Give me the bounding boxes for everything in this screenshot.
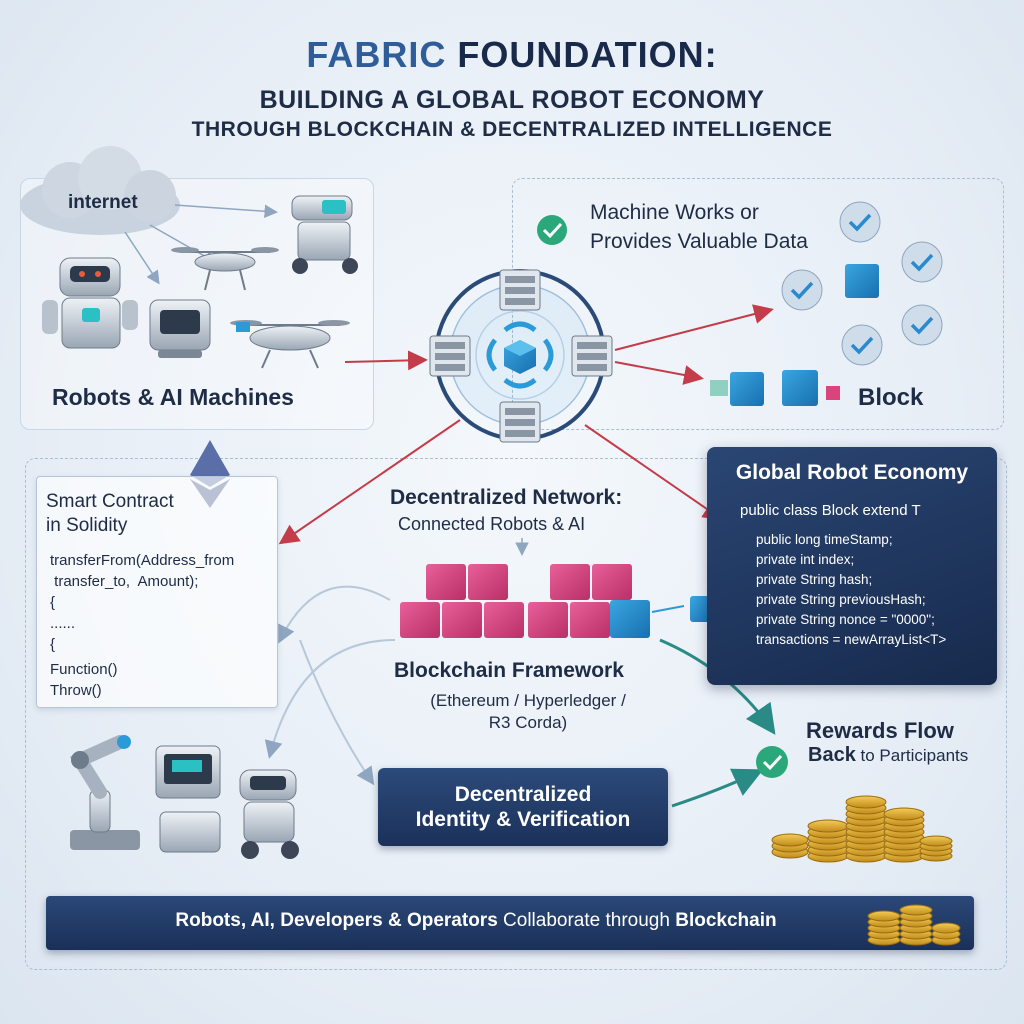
code-line: private String previousHash; — [756, 592, 926, 607]
identity-text: Decentralized Identity & Verification — [378, 782, 668, 832]
block-label: Block — [858, 384, 924, 411]
check-circle-icon — [901, 304, 943, 346]
network-subtitle: Connected Robots & AI — [398, 514, 586, 534]
smart-contract-card — [36, 476, 278, 708]
cube-icon — [504, 340, 536, 374]
server-rack-icon — [499, 401, 541, 443]
smart-contract-title-line2: in Solidity — [46, 515, 128, 536]
blockchain-subtitle: (Ethereum / Hyperledger / R3 Corda) — [392, 690, 664, 734]
robot-icon — [239, 769, 299, 859]
title-line-2: BUILDING A GLOBAL ROBOT ECONOMY — [259, 86, 765, 114]
code-line: Function() — [50, 661, 118, 678]
rewards-back: Back — [808, 744, 856, 766]
machine-works-line1: Machine Works or — [590, 201, 759, 224]
code-line: transfer_to, Amount); — [50, 573, 199, 590]
lower-section-frame — [25, 458, 1007, 970]
blockchain-subtitle-line1: (Ethereum / Hyperledger / — [430, 691, 626, 710]
code-line: transferFrom(Address_from — [50, 552, 235, 569]
banner-text: Robots, AI, Developers & Operators Colla… — [46, 910, 906, 932]
code-line: { — [50, 636, 56, 653]
robot-arm-icon — [69, 735, 140, 850]
code-line: Throw() — [50, 682, 102, 699]
robot-icon — [149, 299, 211, 358]
server-rack-icon — [571, 335, 613, 377]
rewards-title: Rewards Flow — [806, 718, 954, 743]
rewards-subtitle: Back to Participants — [808, 744, 968, 767]
robot-icon — [291, 195, 358, 274]
check-circle-icon — [839, 201, 881, 243]
smart-contract-code: transferFrom(Address_from transfer_to, A… — [50, 550, 234, 701]
global-economy-header: public class Block extend T — [740, 502, 921, 519]
code-line: { — [50, 594, 56, 611]
code-line: transactions = newArrayList<T> — [756, 632, 947, 647]
server-rack-icon — [499, 269, 541, 311]
rewards-participants: to Participants — [855, 746, 969, 765]
robot-icon — [42, 257, 138, 349]
machine-works-line2: Provides Valuable Data — [590, 230, 808, 253]
banner-normal: Collaborate through — [497, 910, 676, 931]
title-foundation: FOUNDATION: — [457, 34, 718, 75]
code-line: private int index; — [756, 552, 855, 567]
internet-label: internet — [68, 192, 138, 213]
coin-stack-icon — [771, 795, 953, 863]
collaboration-banner — [46, 896, 974, 950]
network-hub — [429, 269, 613, 443]
global-economy-code: public long timeStamp; private int index… — [756, 530, 946, 650]
blockchain-subtitle-line2: R3 Corda) — [488, 713, 568, 732]
global-economy-title: Global Robot Economy — [735, 461, 969, 484]
identity-card — [378, 768, 668, 846]
cube-icon — [710, 372, 764, 406]
check-circle-icon — [781, 269, 823, 311]
check-circle-icon — [756, 746, 788, 778]
robots-label: Robots & AI Machines — [52, 384, 294, 410]
code-line: ...... — [50, 615, 76, 632]
code-line: private String nonce = "0000"; — [756, 612, 935, 627]
server-rack-icon — [429, 335, 471, 377]
cloud-icon — [20, 146, 180, 235]
global-economy-card — [707, 447, 997, 685]
smart-contract-title-line1: Smart Contract — [46, 491, 174, 512]
cube-icon — [782, 370, 818, 406]
drone-icon — [171, 247, 279, 291]
blockchain-blocks — [400, 564, 716, 638]
title-line-3: THROUGH BLOCKCHAIN & DECENTRALIZED INTEL… — [191, 118, 833, 141]
page-title: FABRIC FOUNDATION: — [0, 34, 1024, 76]
title-fabric: FABRIC — [306, 34, 447, 75]
network-title: Decentralized Network: — [390, 486, 623, 509]
check-circle-icon — [841, 324, 883, 366]
identity-line2: Identity & Verification — [415, 808, 631, 831]
code-line: public long timeStamp; — [756, 532, 893, 547]
banner-bold-2: Blockchain — [675, 910, 777, 931]
smart-contract-title: Smart Contract in Solidity — [46, 490, 174, 538]
banner-bold-1: Robots, AI, Developers & Operators — [175, 910, 498, 931]
check-circle-icon — [901, 241, 943, 283]
drone-icon — [230, 320, 350, 369]
code-line: private String hash; — [756, 572, 873, 587]
blockchain-title: Blockchain Framework — [394, 659, 624, 682]
check-circle-icon — [537, 215, 567, 245]
robot-icon — [155, 745, 221, 853]
cube-icon — [845, 264, 879, 298]
machine-works-label: Machine Works or Provides Valuable Data — [590, 198, 808, 256]
identity-line1: Decentralized — [454, 783, 592, 806]
